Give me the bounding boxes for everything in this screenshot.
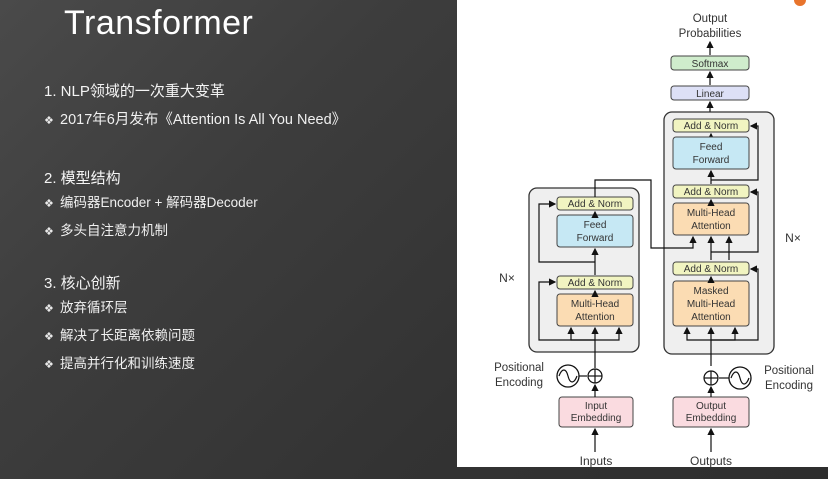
bullet-text: 编码器Encoder + 解码器Decoder (60, 195, 258, 210)
masked-label: Attention (691, 312, 730, 323)
section-model-structure: 2. 模型结构 ❖ 编码器Encoder + 解码器Decoder ❖ 多头自注意力… (44, 169, 258, 245)
bullet-text: 提高并行化和训练速度 (60, 356, 195, 371)
softmax-box (670, 55, 750, 71)
section-heading: 3. 核心创新 (44, 275, 121, 292)
outputs-label: Outputs (690, 454, 732, 467)
add-norm-label: Add & Norm (684, 264, 738, 275)
bullet-item: ❖ 2017年6月发布《Attention Is All You Need》 (44, 107, 346, 134)
section-nlp-revolution: 1. NLP领域的一次重大变革 ❖ 2017年6月发布《Attention Is … (44, 82, 346, 134)
output-embedding-label: Embedding (686, 413, 737, 424)
feed-forward-label: Forward (577, 233, 614, 244)
output-probabilities-label: Output (693, 13, 728, 25)
softmax-label: Softmax (692, 59, 729, 70)
add-norm-box (556, 275, 634, 290)
arrow (683, 326, 711, 341)
masked-label: Masked (693, 286, 728, 297)
positional-encoding-label: Positional (764, 365, 814, 377)
multi-head-label: Multi-Head (687, 208, 735, 219)
section-heading: 1. NLP领域的一次重大变革 (44, 83, 225, 100)
section-core-innovation: 3. 核心创新 ❖ 放弃循环层 ❖ 解决了长距离依赖问题 ❖ 提高并行化和训练速度 (44, 274, 195, 378)
residual-arrow (711, 265, 759, 341)
orange-dot-icon (794, 0, 806, 6)
bullet-item: ❖ 编码器Encoder + 解码器Decoder (44, 190, 258, 217)
linear-label: Linear (696, 89, 724, 100)
diamond-bullet-icon: ❖ (44, 331, 54, 343)
bullet-item: ❖ 提高并行化和训练速度 (44, 351, 195, 378)
nx-left-label: N× (499, 271, 515, 285)
bullet-item: ❖ 多头自注意力机制 (44, 218, 258, 245)
diagram-canvas: Output Probabilities Softmax Linear N× A… (494, 13, 814, 468)
positional-encoding-label: Encoding (765, 380, 813, 392)
arrow (595, 326, 623, 341)
residual-arrow (711, 188, 759, 253)
feed-forward-label: Feed (584, 220, 607, 231)
diamond-bullet-icon: ❖ (44, 198, 54, 210)
input-embedding-box (558, 396, 634, 428)
nx-right-label: N× (785, 231, 801, 245)
diamond-bullet-icon: ❖ (44, 303, 54, 315)
add-norm-label: Add & Norm (684, 187, 738, 198)
feed-forward-label: Forward (693, 155, 730, 166)
feed-forward-label: Feed (700, 142, 723, 153)
add-norm-label: Add & Norm (568, 278, 622, 289)
positional-encoding-label: Encoding (495, 377, 543, 389)
residual-arrow (538, 200, 595, 263)
input-embedding-label: Input (585, 401, 607, 412)
bullet-item: ❖ 放弃循环层 (44, 295, 195, 322)
linear-box (670, 85, 750, 101)
transformer-architecture-diagram: Output Probabilities Softmax Linear N× A… (457, 0, 828, 468)
diamond-bullet-icon: ❖ (44, 359, 54, 371)
positional-encoding-label: Positional (494, 362, 544, 374)
residual-arrow (538, 278, 595, 341)
residual-arrow (711, 122, 759, 181)
output-probabilities-label: Probabilities (679, 28, 742, 40)
slide-title: Transformer (64, 4, 254, 42)
bullet-text: 放弃循环层 (60, 300, 128, 315)
bullet-text: 解决了长距离依赖问题 (60, 328, 195, 343)
section-heading: 2. 模型结构 (44, 170, 121, 187)
add-norm-label: Add & Norm (684, 121, 738, 132)
output-embedding-label: Output (696, 401, 726, 412)
add-norm-box (672, 261, 750, 276)
multi-head-label: Multi-Head (571, 299, 619, 310)
diamond-bullet-icon: ❖ (44, 115, 54, 127)
add-norm-box (672, 184, 750, 199)
multi-head-label: Attention (691, 221, 730, 232)
input-embedding-label: Embedding (571, 413, 622, 424)
encoder-to-decoder-arrow (594, 179, 697, 249)
diamond-bullet-icon: ❖ (44, 226, 54, 238)
add-norm-label: Add & Norm (568, 199, 622, 210)
encoder-block (528, 187, 640, 353)
bullet-text: 多头自注意力机制 (60, 223, 168, 238)
multi-head-label: Attention (575, 312, 614, 323)
inputs-label: Inputs (580, 454, 613, 467)
add-norm-box (672, 118, 750, 133)
bullet-item: ❖ 解决了长距离依赖问题 (44, 323, 195, 350)
bullet-text: 2017年6月发布《Attention Is All You Need》 (60, 112, 347, 128)
feed-forward-box (672, 136, 750, 170)
masked-label: Multi-Head (687, 299, 735, 310)
